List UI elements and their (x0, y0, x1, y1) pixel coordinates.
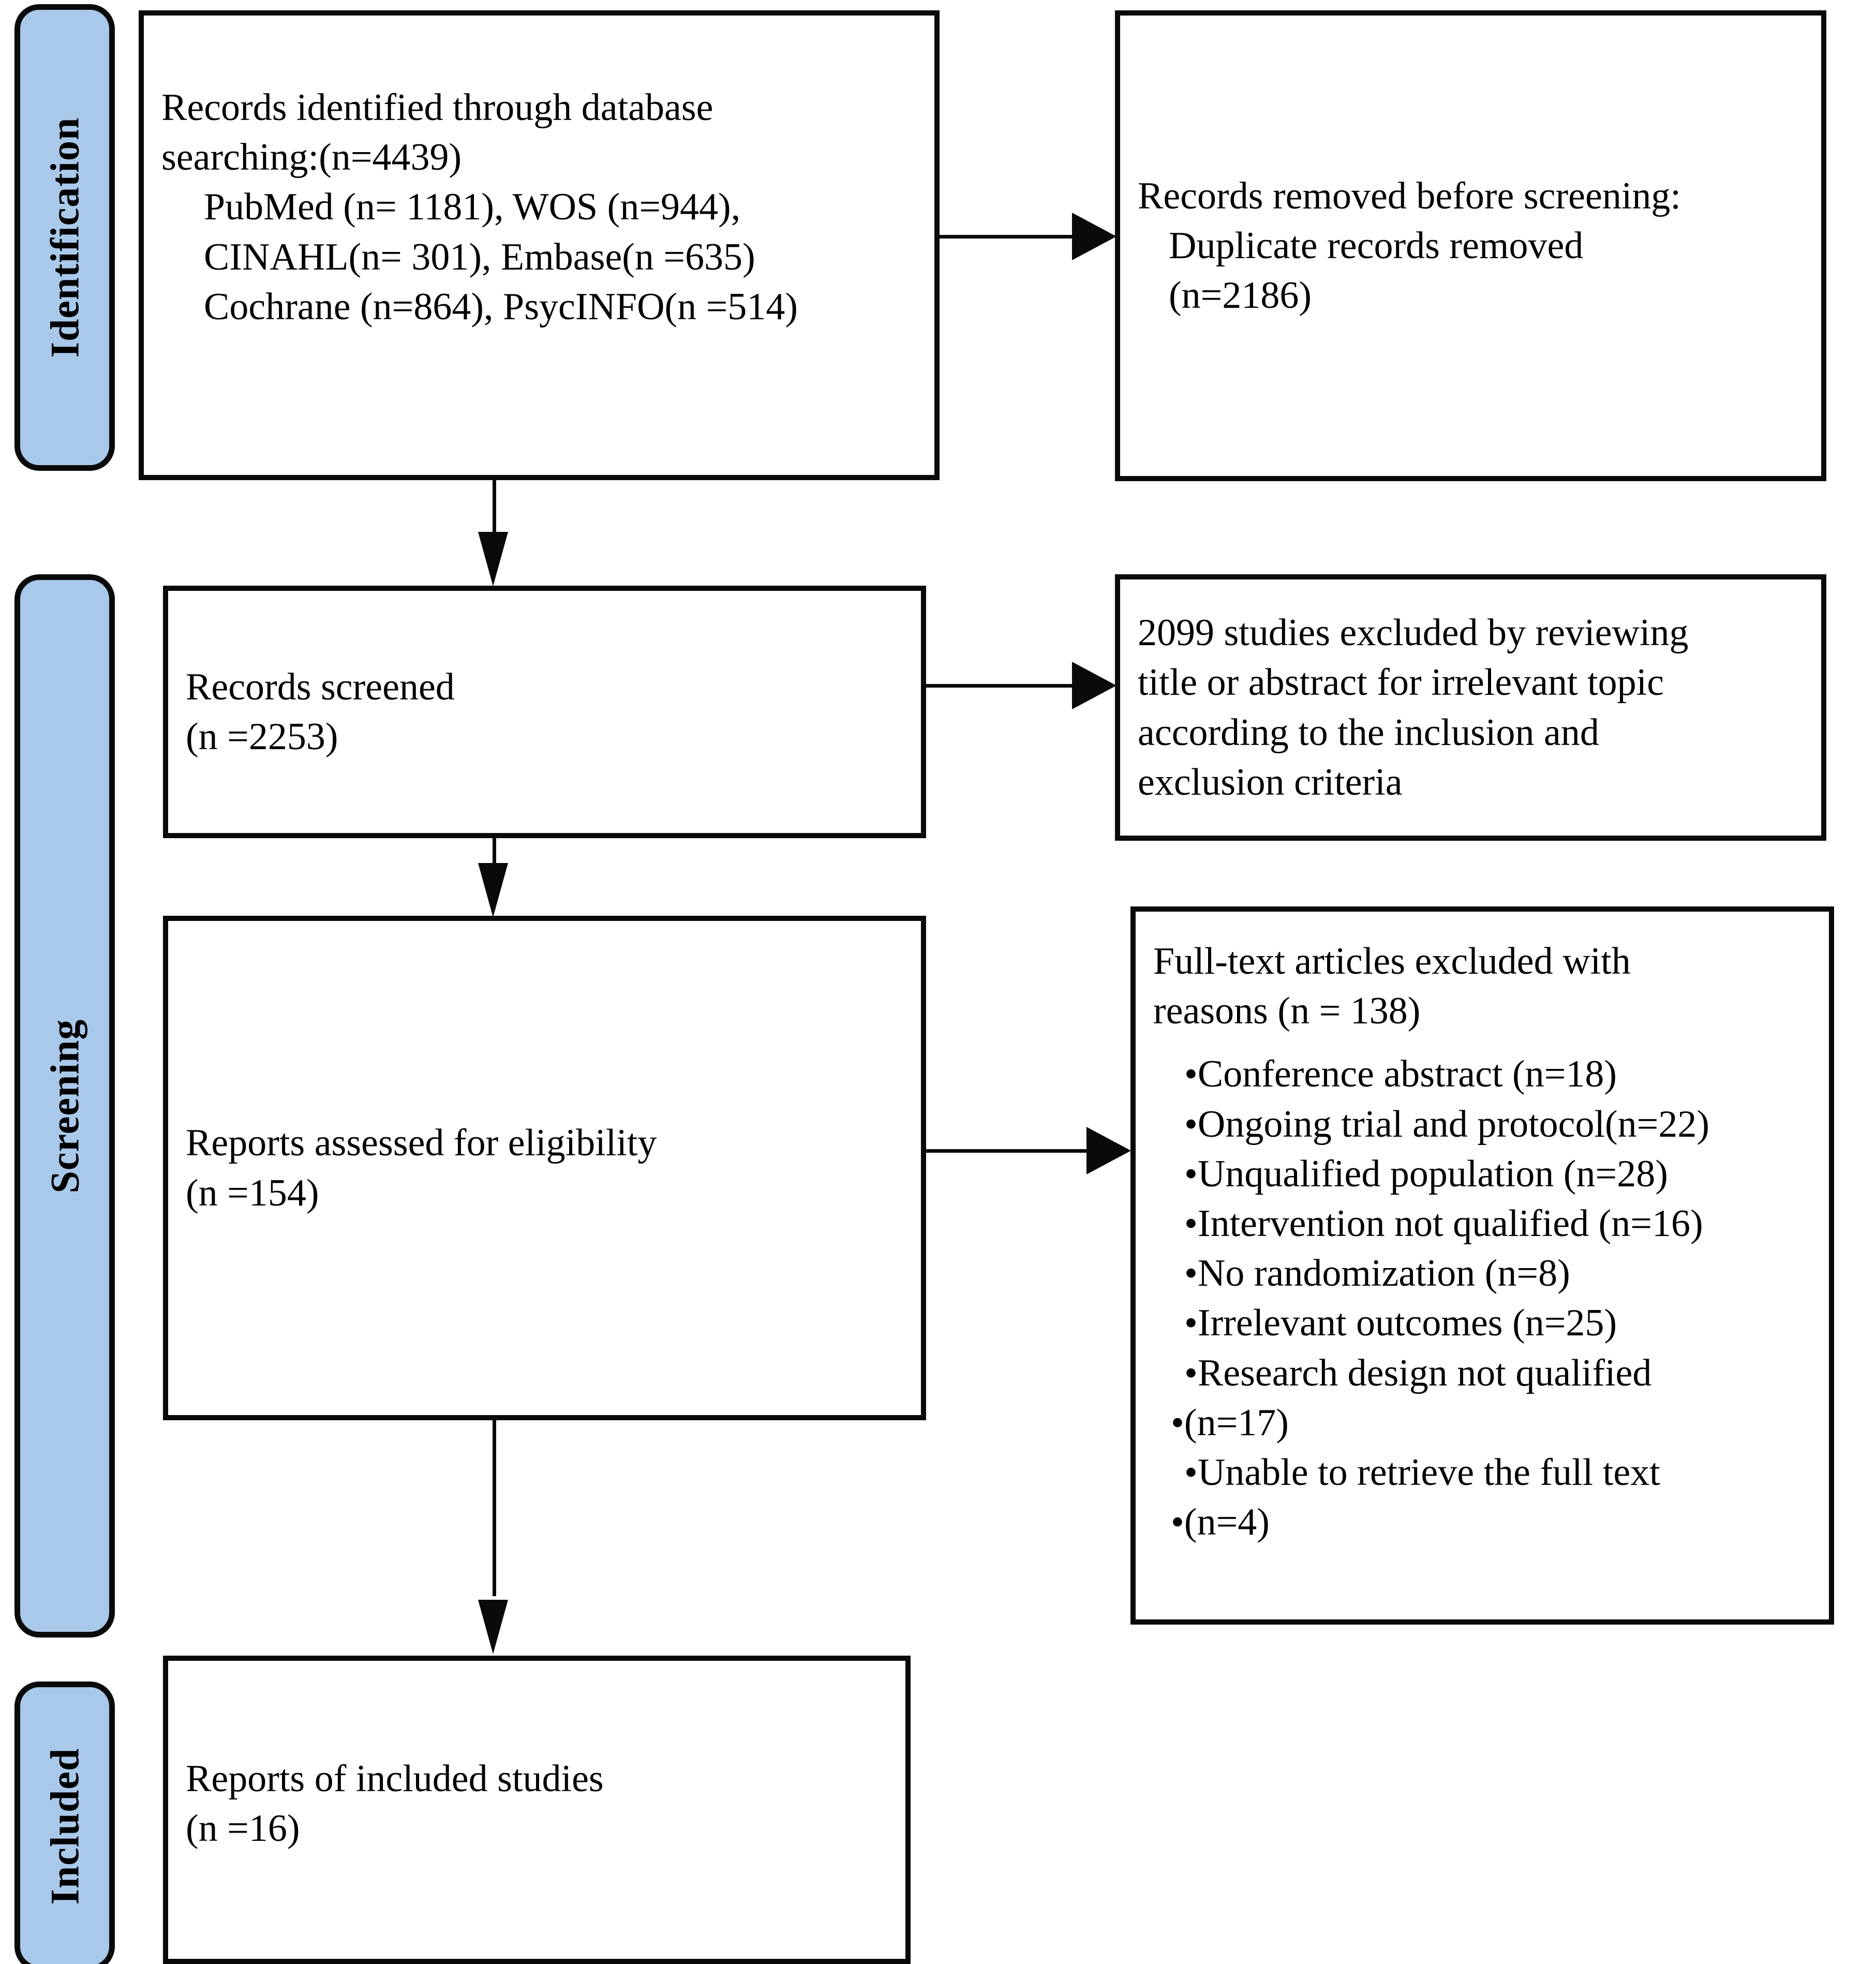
box-reports-assessed-eligibility: Reports assessed for eligibility (n =154… (163, 916, 926, 1420)
removed-line-1: Records removed before screening: (1138, 174, 1681, 217)
arrowhead-identified-to-removed (1072, 213, 1116, 260)
arrowhead-screened-to-eligibility (478, 863, 508, 917)
arrowhead-identified-to-screened (478, 532, 508, 586)
arrowhead-screened-to-excluded (1072, 662, 1116, 709)
box-excluded-title-abstract: 2099 studies excluded by reviewing title… (1115, 574, 1826, 841)
included-line-1: Reports of included studies (186, 1758, 604, 1800)
identified-line-4: CINAHL(n= 301), Embase(n =635) (204, 235, 755, 278)
phase-label-screening: Screening (42, 1019, 87, 1193)
box-records-removed: Records removed before screening: Duplic… (1115, 10, 1826, 481)
list-item: Intervention not qualified (n=16) (1184, 1199, 1811, 1248)
arrowhead-eligibility-to-fulltext-excluded (1086, 1127, 1131, 1174)
list-item: No randomization (n=8) (1184, 1248, 1811, 1298)
connector-identified-to-screened (493, 480, 496, 537)
box-included-studies-text: Reports of included studies (n =16) (168, 1661, 905, 1853)
list-item: Irrelevant outcomes (n=25) (1184, 1298, 1811, 1348)
box-records-identified-text: Records identified through database sear… (144, 16, 934, 332)
excluded-ta-line-2: title or abstract for irrelevant topic (1138, 661, 1664, 704)
included-line-2: (n =16) (186, 1807, 300, 1850)
identified-line-1: Records identified through database (161, 86, 713, 129)
arrowhead-eligibility-to-included (478, 1600, 508, 1654)
excluded-ta-line-3: according to the inclusion and (1138, 711, 1599, 754)
box-records-removed-text: Records removed before screening: Duplic… (1120, 171, 1821, 321)
identified-line-2: searching:(n=4439) (161, 136, 462, 179)
phase-bar-screening: Screening (14, 574, 115, 1638)
phase-bar-identification: Identification (14, 4, 115, 471)
phase-bar-included: Included (14, 1682, 115, 1964)
identified-line-3: PubMed (n= 1181), WOS (n=944), (204, 186, 741, 229)
connector-eligibility-to-included (493, 1420, 496, 1596)
identified-line-5: Cochrane (n=864), PsycINFO(n =514) (204, 285, 798, 328)
fulltext-line-2: reasons (n = 138) (1153, 990, 1421, 1033)
eligibility-line-1: Reports assessed for eligibility (186, 1122, 657, 1165)
fulltext-line-1: Full-text articles excluded with (1153, 940, 1631, 983)
eligibility-line-2: (n =154) (186, 1171, 319, 1214)
box-fulltext-excluded-heading: Full-text articles excluded with reasons… (1136, 912, 1829, 1036)
list-item-continuation: (n=17) (1171, 1398, 1811, 1448)
box-records-screened-text: Records screened (n =2253) (168, 662, 921, 762)
removed-line-3: (n=2186) (1169, 274, 1312, 317)
box-excluded-title-abstract-text: 2099 studies excluded by reviewing title… (1120, 608, 1821, 807)
excluded-ta-line-4: exclusion criteria (1138, 761, 1403, 804)
screened-line-2: (n =2253) (186, 716, 338, 758)
box-records-identified: Records identified through database sear… (139, 10, 940, 480)
box-records-screened: Records screened (n =2253) (163, 586, 926, 838)
box-fulltext-excluded: Full-text articles excluded with reasons… (1130, 906, 1834, 1625)
list-item: Research design not qualified (1184, 1348, 1811, 1398)
connector-identified-to-removed (940, 235, 1079, 239)
removed-line-2: Duplicate records removed (1169, 224, 1584, 267)
list-item: Conference abstract (n=18) (1184, 1049, 1811, 1099)
phase-label-identification: Identification (42, 117, 87, 358)
fulltext-excluded-reason-list: Conference abstract (n=18) Ongoing trial… (1136, 1049, 1829, 1547)
connector-screened-to-excluded (926, 684, 1081, 688)
connector-eligibility-to-fulltext-excluded (926, 1149, 1097, 1153)
box-included-studies: Reports of included studies (n =16) (163, 1656, 911, 1964)
list-item: Unable to retrieve the full text (1184, 1448, 1811, 1497)
list-item-continuation: (n=4) (1171, 1497, 1811, 1547)
list-item: Unqualified population (n=28) (1184, 1149, 1811, 1199)
connector-screened-to-eligibility (493, 838, 496, 870)
box-reports-assessed-eligibility-text: Reports assessed for eligibility (n =154… (168, 1118, 921, 1217)
phase-label-included: Included (42, 1748, 87, 1905)
excluded-ta-line-1: 2099 studies excluded by reviewing (1138, 612, 1689, 654)
screened-line-1: Records screened (186, 665, 455, 708)
list-item: Ongoing trial and protocol(n=22) (1184, 1099, 1811, 1149)
